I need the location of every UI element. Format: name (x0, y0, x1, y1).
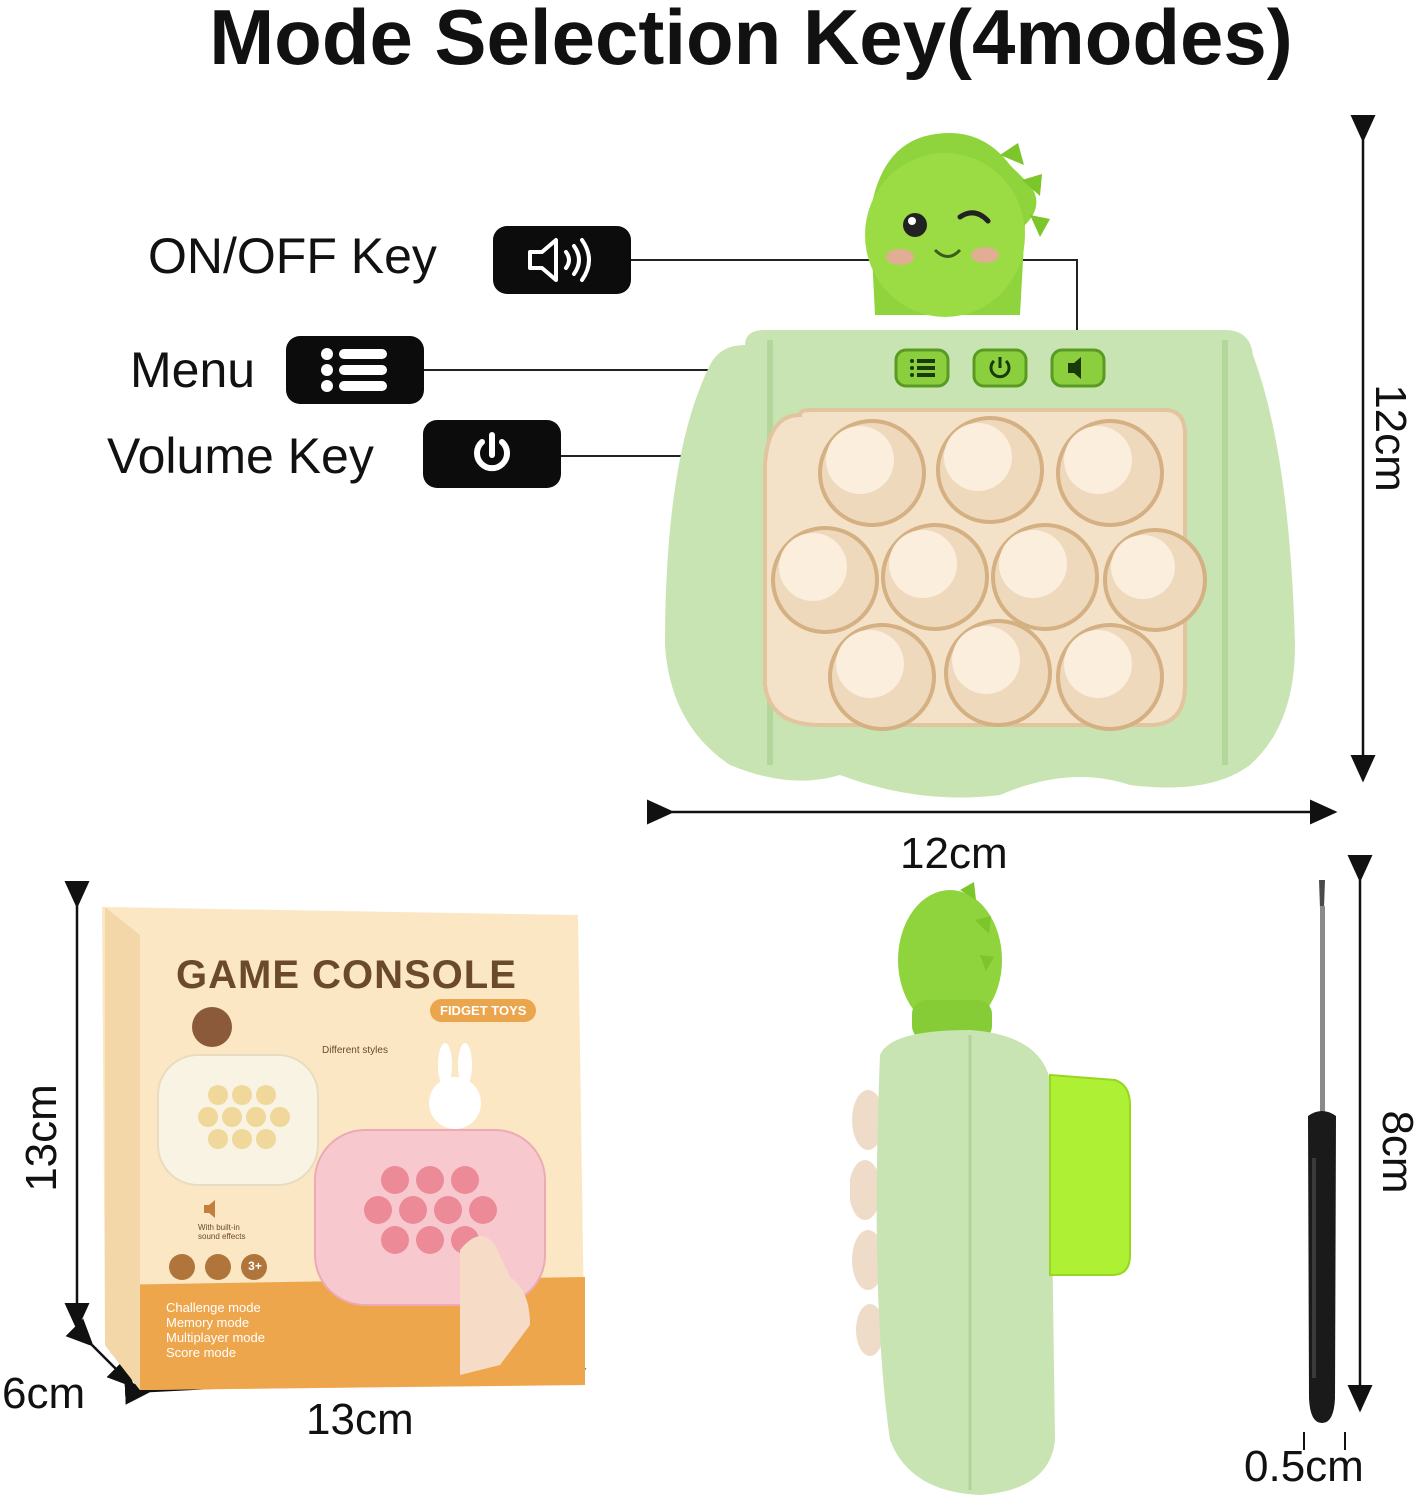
package-subtitle: FIDGET TOYS (430, 999, 537, 1022)
page-title: Mode Selection Key(4modes) (209, 0, 1293, 81)
package-mode-item: Challenge mode (166, 1300, 261, 1315)
side-height-label: 8cm (1373, 1110, 1422, 1194)
package-age-badge: 3+ (248, 1259, 262, 1273)
package-sound-note: With built-in sound effects (198, 1223, 246, 1241)
box-height-label: 13cm (17, 1084, 66, 1192)
package-mode-list: Challenge mode Memory mode Multiplayer m… (166, 1300, 265, 1360)
menu-key-badge (286, 336, 424, 404)
package-title: GAME CONSOLE (176, 953, 517, 997)
package-styles-note: Different styles (322, 1045, 388, 1056)
power-key-badge (423, 420, 561, 488)
speaker-icon (528, 238, 591, 282)
speaker-key-badge (493, 226, 631, 294)
dino-head (865, 133, 1050, 317)
screwdriver-width-label: 0.5cm (1244, 1442, 1364, 1491)
volume-key-label: Volume Key (107, 428, 374, 484)
console-front-image (665, 133, 1295, 798)
on-off-key-label: ON/OFF Key (148, 228, 437, 284)
menu-key-label: Menu (130, 342, 256, 398)
package-box-image: GAME CONSOLE FIDGET TOYS Different style… (100, 905, 585, 1395)
package-mode-item: Multiplayer mode (166, 1330, 265, 1345)
box-depth-label: 6cm (2, 1369, 86, 1418)
package-mode-item: Memory mode (166, 1315, 250, 1330)
console-side-image (850, 882, 1131, 1495)
screwdriver-image (1308, 880, 1336, 1423)
menu-list-icon (321, 348, 387, 392)
package-mode-item: Score mode (166, 1345, 237, 1360)
power-icon (474, 432, 510, 472)
front-height-label: 12cm (1366, 384, 1415, 492)
front-width-label: 12cm (900, 829, 1008, 878)
box-width-label: 13cm (306, 1395, 414, 1444)
package-box-shape (102, 907, 585, 1390)
